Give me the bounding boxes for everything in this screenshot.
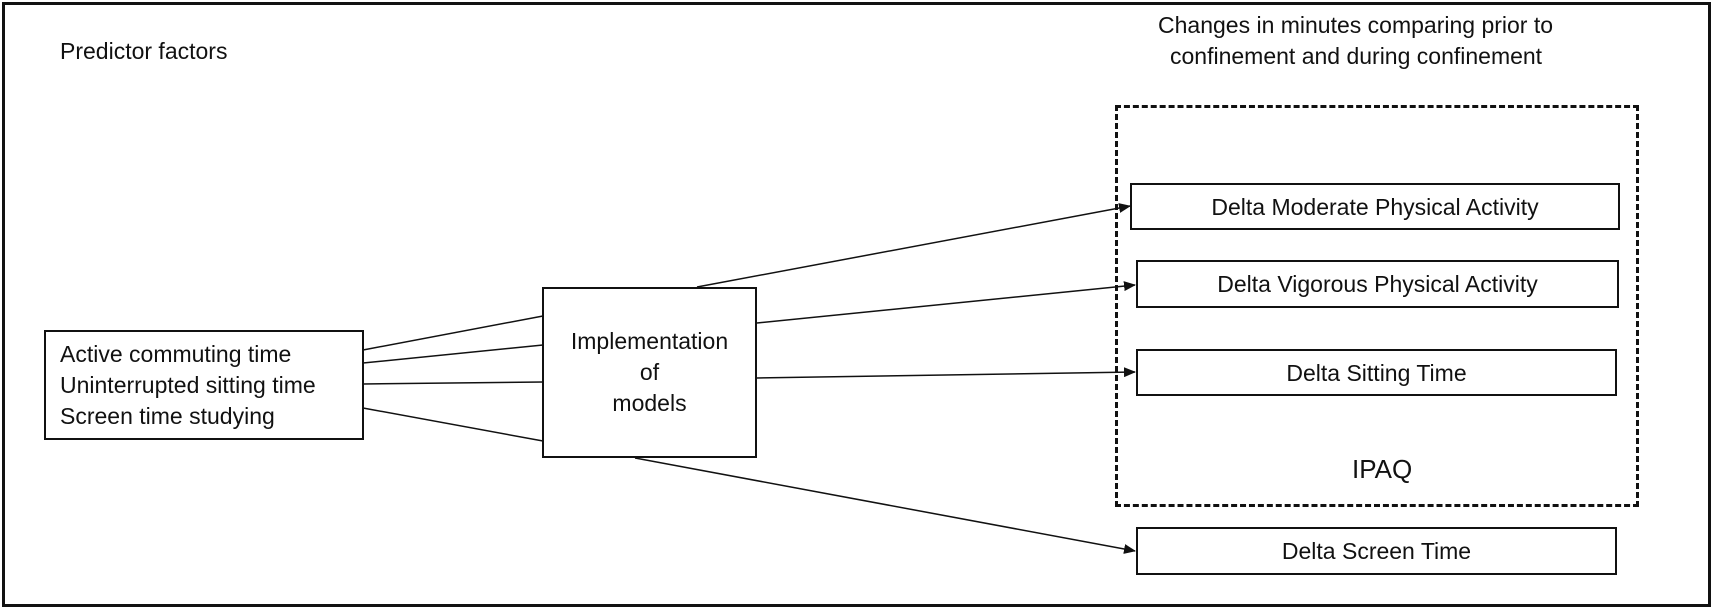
- output-sitting-time: Delta Sitting Time: [1136, 349, 1617, 396]
- input-uninterrupted-sitting: Uninterrupted sitting time: [60, 371, 316, 398]
- model-label-line2: of: [639, 359, 660, 385]
- model-to-vigorous-arrow: [756, 281, 1136, 324]
- model-to-sitting-arrow: [756, 367, 1136, 379]
- implementation-models-box: Implementation of models: [542, 287, 757, 458]
- ipaq-label: IPAQ: [1352, 454, 1413, 484]
- model-label-line1: Implementation: [570, 328, 729, 354]
- changes-heading-line1: Changes in minutes comparing prior to: [1158, 12, 1554, 38]
- predictor-inputs-box: Active commuting time Uninterrupted sitt…: [44, 330, 364, 440]
- model-label-line3: models: [612, 390, 687, 416]
- output-screen-time: Delta Screen Time: [1136, 527, 1617, 575]
- model-to-screen-arrow: [634, 457, 1136, 554]
- input-to-model-line: [362, 381, 544, 385]
- output-moderate-activity: Delta Moderate Physical Activity: [1130, 183, 1620, 230]
- predictor-factors-heading: Predictor factors: [60, 38, 228, 64]
- input-to-model-line: [362, 407, 544, 442]
- input-to-model-line: [362, 344, 544, 364]
- input-screen-studying: Screen time studying: [60, 402, 275, 429]
- output-vigorous-activity: Delta Vigorous Physical Activity: [1136, 260, 1619, 308]
- ipaq-group: [1115, 105, 1639, 507]
- input-active-commuting: Active commuting time: [60, 340, 292, 367]
- model-to-moderate-arrow: [696, 203, 1131, 288]
- changes-heading-line2: confinement and during confinement: [1170, 43, 1543, 69]
- input-to-model-line: [362, 315, 544, 351]
